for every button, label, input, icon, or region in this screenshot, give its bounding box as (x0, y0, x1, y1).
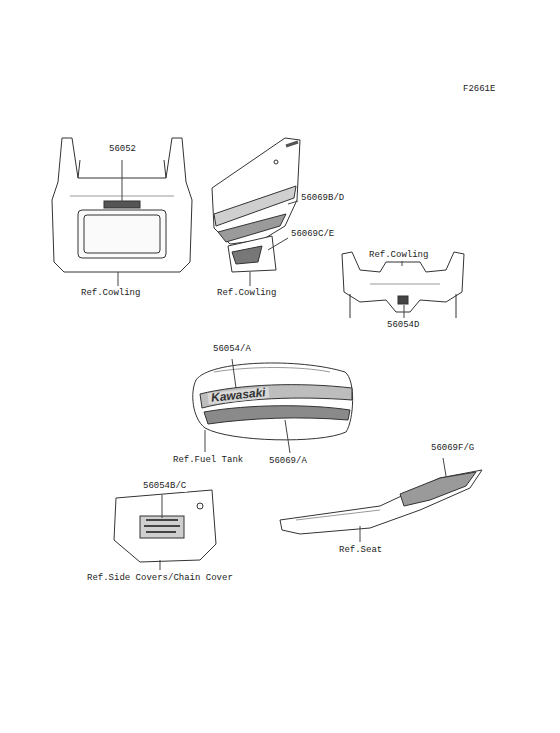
part-number: 56054/A (212, 344, 252, 355)
part-number: 56054D (386, 320, 420, 331)
figure-code: F2661E (462, 84, 496, 95)
reference-note: Ref.Fuel Tank (172, 455, 244, 466)
reference-note: Ref.Cowling (80, 288, 141, 299)
part-number: 56069F/G (430, 443, 475, 454)
leader-lines (118, 160, 446, 570)
reference-note: Ref.Cowling (368, 250, 429, 261)
part-number: 56054B/C (142, 481, 187, 492)
front-cowl (52, 138, 192, 272)
fuel-tank (193, 363, 353, 440)
reference-note: Ref.Seat (338, 545, 383, 556)
part-number: 56069C/E (290, 229, 335, 240)
part-number: 56052 (108, 144, 137, 155)
side-cover (114, 490, 216, 562)
side-fairing (212, 138, 300, 272)
reference-note: Ref.Cowling (216, 288, 277, 299)
reference-note: Ref.Side Covers/Chain Cover (86, 573, 234, 584)
inner-cowl (342, 252, 464, 318)
seat-tail (280, 470, 482, 534)
part-number: 56069/A (268, 456, 308, 467)
part-number: 56069B/D (300, 193, 345, 204)
